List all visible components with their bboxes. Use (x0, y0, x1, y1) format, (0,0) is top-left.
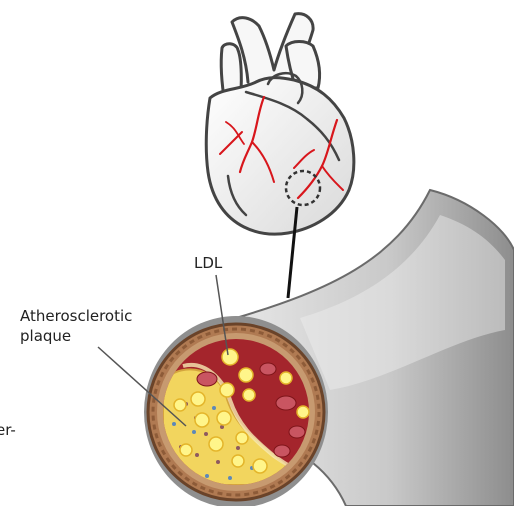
ldl-particle (217, 411, 231, 425)
ldl-particle (243, 389, 255, 401)
plaque-particle (205, 474, 209, 478)
ldl-particle (236, 432, 248, 444)
ldl-particle (195, 413, 209, 427)
ldl-particle (280, 372, 292, 384)
plaque-particle (195, 453, 199, 457)
red-blood-cell (276, 396, 296, 410)
ldl-particle (253, 459, 267, 473)
plaque-particle (228, 476, 232, 480)
ldl-particle (222, 349, 238, 365)
atherosclerotic-plaque-label-line2: plaque (20, 327, 71, 345)
ldl-particle (174, 399, 186, 411)
ldl-particle (232, 455, 244, 467)
ldl-particle (191, 392, 205, 406)
red-blood-cell (289, 426, 305, 438)
heart-icon (206, 14, 354, 234)
plaque-particle (192, 430, 196, 434)
ldl-label: LDL (194, 254, 222, 272)
heart-body (206, 78, 354, 235)
atherosclerotic-plaque-label-line1: Atherosclerotic (20, 307, 132, 325)
ldl-particle (297, 406, 309, 418)
artery-cross-section-icon (148, 324, 324, 500)
red-blood-cell (197, 372, 217, 386)
cut-off-left-label: er- (0, 421, 16, 439)
ldl-particle (180, 444, 192, 456)
plaque-particle (216, 460, 220, 464)
ldl-particle (220, 383, 234, 397)
ldl-particle (239, 368, 253, 382)
ldl-particle (209, 437, 223, 451)
plaque-particle (204, 432, 208, 436)
plaque-particle (172, 422, 176, 426)
plaque-particle (236, 446, 240, 450)
red-blood-cell (260, 363, 276, 375)
red-blood-cell (274, 445, 290, 457)
plaque-particle (212, 406, 216, 410)
